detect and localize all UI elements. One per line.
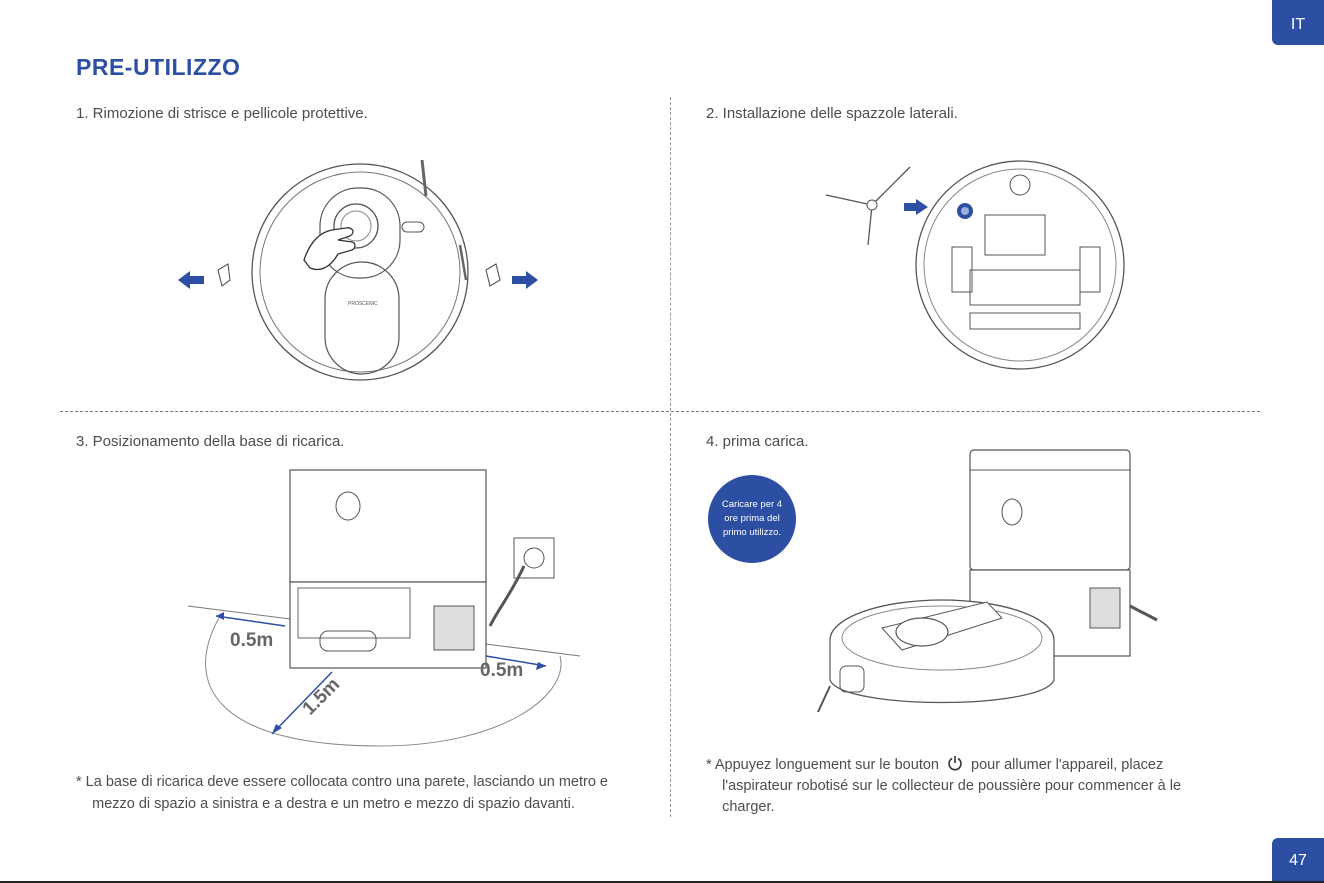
distance-front-label: 1.5m [299, 674, 344, 719]
bottom-rule [0, 881, 1324, 883]
brand-label: PROSCENIC [348, 301, 378, 307]
note-right-line2: l'aspirateur robotisé sur le collecteur … [706, 778, 1182, 794]
power-icon [948, 756, 962, 771]
distance-left-label: 0.5m [230, 630, 273, 651]
step-4-heading: 4. prima carica. [706, 433, 809, 450]
robot-bottom-illustration [825, 160, 1125, 370]
arrow-left-icon [178, 271, 204, 289]
arrow-right-icon [512, 271, 538, 289]
distance-right-label: 0.5m [480, 660, 523, 681]
step-2-heading: 2. Installazione delle spazzole laterali… [706, 105, 958, 122]
step-1-heading: 1. Rimozione di strisce e pellicole prot… [76, 105, 368, 122]
note-right-line1-a: * Appuyez longuement sur le bouton [706, 757, 939, 773]
horizontal-divider [60, 411, 1260, 412]
note-right-line1: * Appuyez longuement sur le bouton pour … [706, 755, 1163, 776]
robot-top-illustration: PROSCENIC [178, 159, 538, 381]
language-tab: IT [1272, 0, 1324, 45]
robot-docked-illustration [817, 449, 1158, 713]
note-right-line1-b: pour allumer l'appareil, placez [971, 757, 1164, 773]
page-title: PRE-UTILIZZO [76, 54, 241, 80]
wall-socket-icon [523, 547, 545, 569]
hand-icon [303, 227, 356, 271]
arrow-right-icon [904, 199, 928, 215]
note-left-line2: mezzo di spazio a sinistra e a destra e … [76, 796, 575, 812]
charge-time-badge: Caricare per 4 ore prima del primo utili… [708, 475, 796, 563]
step-3-heading: 3. Posizionamento della base di ricarica… [76, 433, 345, 450]
page-number-tab: 47 [1272, 838, 1324, 883]
note-right-line3: charger. [706, 799, 775, 815]
base-placement-illustration: 0.5m 0.5m 1.5m [187, 469, 581, 747]
note-left-line1: * La base di ricarica deve essere colloc… [76, 774, 608, 790]
vertical-divider [670, 97, 671, 817]
